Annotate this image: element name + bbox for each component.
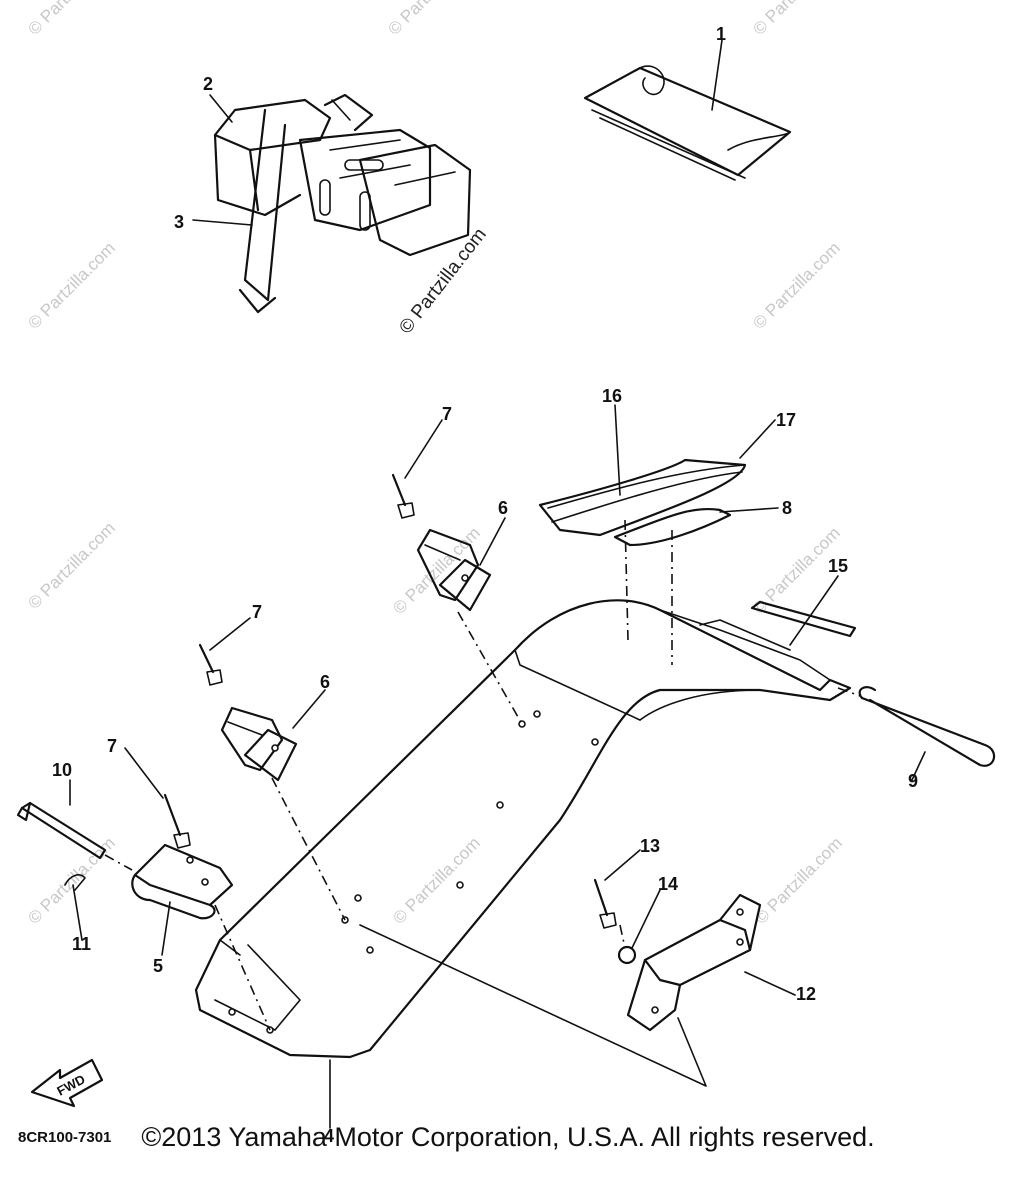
callout-9: 9 — [908, 771, 918, 791]
part-12-bracket — [626, 893, 762, 1032]
callout-7: 7 — [107, 736, 117, 756]
part-15-strip — [750, 600, 857, 638]
part-4-rear-fender — [194, 599, 852, 1059]
callout-6: 6 — [320, 672, 330, 692]
watermark: © Partzilla.com — [24, 0, 118, 39]
copyright-notice: ©2013 Yamaha Motor Corporation, U.S.A. A… — [141, 1122, 875, 1152]
callout-1: 1 — [716, 24, 726, 44]
assembly-lines — [104, 519, 861, 1087]
callout-7: 7 — [442, 404, 452, 424]
part-10-bolt — [16, 801, 107, 860]
callout-2: 2 — [203, 74, 213, 94]
diagram-code: 8CR100-7301 — [18, 1129, 111, 1146]
leader-lines — [69, 39, 926, 1129]
part-6-bracket-lower — [220, 706, 298, 782]
part-16-17-decal — [538, 458, 747, 537]
part-6-bracket-upper — [416, 528, 492, 612]
callouts: 1 2 3 16 17 7 6 8 15 7 6 7 10 9 13 14 11… — [52, 24, 918, 1146]
callout-10: 10 — [52, 760, 72, 780]
callout-8: 8 — [782, 498, 792, 518]
fwd-arrow: FWD — [30, 1058, 104, 1108]
part-8-pad — [613, 508, 732, 547]
callout-6: 6 — [498, 498, 508, 518]
watermark: © Partzilla.com — [749, 0, 843, 39]
watermark: © Partzilla.com — [24, 518, 118, 612]
callout-14: 14 — [658, 874, 678, 894]
callout-17: 17 — [776, 410, 796, 430]
part-2-relay-box — [213, 98, 472, 257]
watermark: © Partzilla.com — [389, 523, 483, 617]
part-3-strap — [238, 93, 374, 314]
callout-3: 3 — [174, 212, 184, 232]
part-13-screw — [593, 878, 617, 929]
callout-15: 15 — [828, 556, 848, 576]
watermark: © Partzilla.com — [751, 833, 845, 927]
watermark: © Partzilla.com — [24, 833, 118, 927]
callout-11: 11 — [72, 934, 91, 954]
part-5-hinge — [131, 843, 234, 920]
callout-16: 16 — [602, 386, 622, 406]
callout-5: 5 — [153, 956, 163, 976]
part-11-pin — [64, 874, 86, 891]
watermark: © Partzilla.com — [389, 833, 483, 927]
watermark-center: © Partzilla.com — [395, 224, 490, 338]
watermark: © Partzilla.com — [749, 238, 843, 332]
callout-13: 13 — [640, 836, 660, 856]
part-7-screws — [163, 473, 415, 849]
callout-12: 12 — [796, 984, 816, 1004]
part-1-tool-bag — [583, 65, 792, 181]
watermark: © Partzilla.com — [24, 238, 118, 332]
part-9-grab-bar — [858, 686, 996, 767]
callout-7: 7 — [252, 602, 262, 622]
part-14-washer — [617, 945, 637, 965]
callout-4: 4 — [324, 1126, 334, 1146]
watermark: © Partzilla.com — [384, 0, 478, 39]
